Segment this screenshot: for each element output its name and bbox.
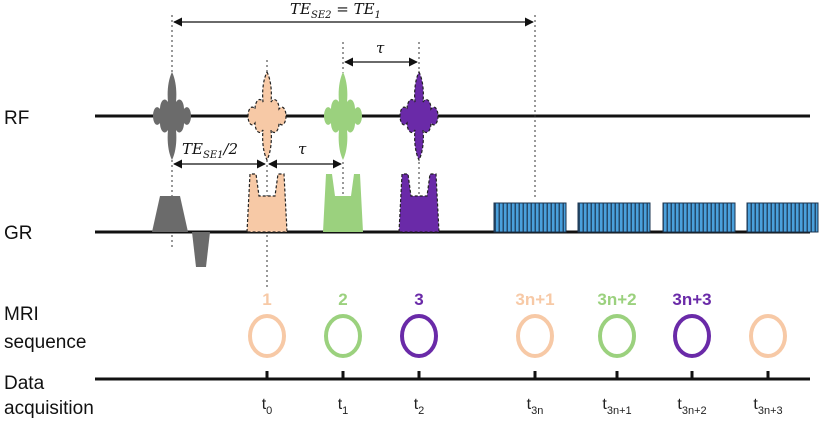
acquisition-ticks: t0 t1 t2 t3n t3n+1 t3n+2 t3n+3 (262, 371, 783, 417)
te-se1-label: TESE1/2 (182, 140, 238, 161)
sequence-ring-3 (400, 314, 438, 358)
data-label-line1: Data (4, 373, 45, 394)
sequence-label-5: 3n+2 (597, 290, 636, 309)
readout-block-1 (493, 202, 567, 233)
readout-block-2 (577, 202, 651, 233)
acquisition-time-label-5: t3n+2 (677, 396, 706, 417)
mri-sequence-rings: 1 2 3 3n+1 3n+2 3n+3 (248, 290, 787, 358)
sequence-ring-4 (516, 314, 554, 358)
rf-pulse-90 (153, 72, 191, 160)
rf-pulse-2 (324, 72, 362, 160)
readout-block-3 (662, 202, 736, 233)
sequence-ring-5 (598, 314, 636, 358)
sequence-label-1: 1 (262, 290, 271, 309)
acquisition-time-label-2: t2 (414, 396, 425, 417)
gr-gradients (152, 173, 819, 267)
acquisition-time-label-6: t3n+3 (753, 396, 782, 417)
gradient-rephase (192, 232, 210, 267)
tau-mid-label: τ (298, 140, 307, 158)
rf-pulse-3 (399, 70, 439, 162)
acquisition-time-label-0: t0 (262, 396, 273, 417)
readout-block-4 (746, 202, 819, 233)
sequence-ring-1 (248, 314, 286, 358)
sequence-ring-7 (749, 314, 787, 358)
sequence-ring-6 (673, 314, 711, 358)
sequence-label-3: 3 (414, 290, 423, 309)
rf-pulse-1 (247, 70, 287, 162)
sequence-label-4: 3n+1 (515, 290, 554, 309)
gr-label: GR (4, 223, 33, 244)
te-se2-label: TESE2 = TE1 (290, 0, 381, 21)
sequence-label-2: 2 (338, 290, 347, 309)
data-label-line2: acquisition (4, 398, 94, 419)
rf-label: RF (4, 108, 29, 129)
mri-label-line2: sequence (4, 332, 86, 353)
mri-label-line1: MRI (4, 304, 39, 325)
gradient-crusher-1 (246, 173, 288, 233)
acquisition-time-label-3: t3n (527, 396, 544, 417)
gradient-slice-select (152, 196, 188, 232)
acquisition-time-label-4: t3n+1 (602, 396, 631, 417)
sequence-label-6: 3n+3 (672, 290, 711, 309)
acquisition-time-label-1: t1 (338, 396, 349, 417)
sequence-ring-2 (324, 314, 362, 358)
gradient-crusher-3 (398, 173, 440, 233)
gradient-crusher-2 (323, 174, 363, 232)
rf-pulses (153, 70, 439, 162)
tau-top-label: τ (376, 39, 385, 57)
